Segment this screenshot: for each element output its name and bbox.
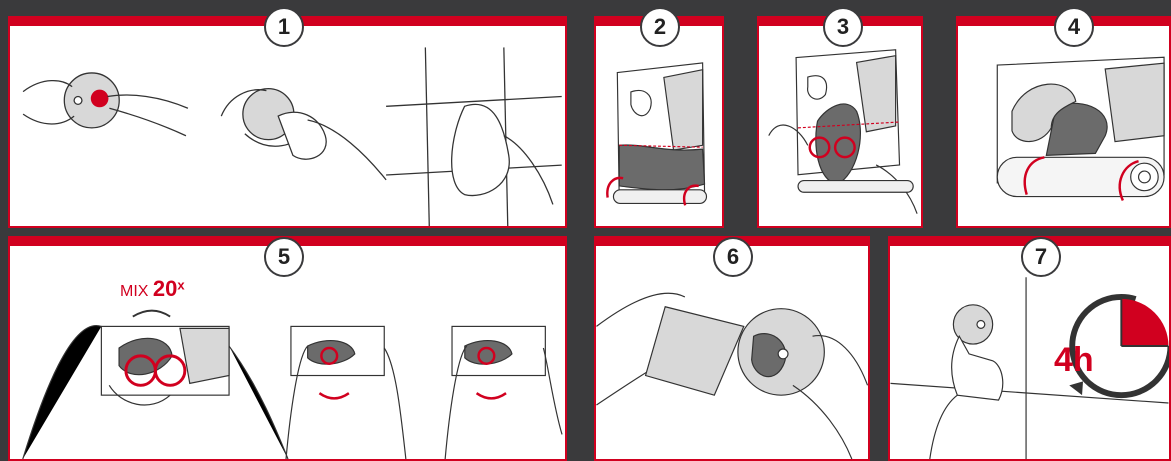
step-4-panel bbox=[956, 16, 1171, 228]
step-2-illustration bbox=[596, 18, 722, 226]
mix-label: MIX 20x bbox=[120, 276, 185, 302]
step-2-number-badge: 2 bbox=[640, 7, 680, 47]
step-3-number-badge: 3 bbox=[823, 7, 863, 47]
step-6-number-badge: 6 bbox=[713, 237, 753, 277]
mix-times-suffix: x bbox=[177, 278, 184, 293]
step-4-number-badge: 4 bbox=[1054, 7, 1094, 47]
step-5-number-badge: 5 bbox=[264, 237, 304, 277]
step-1-illustration bbox=[10, 18, 565, 226]
mix-count: 20 bbox=[153, 276, 177, 301]
step-7-number-badge: 7 bbox=[1021, 237, 1061, 277]
timer-duration: 4h bbox=[1054, 341, 1094, 380]
step-3-illustration bbox=[759, 18, 921, 226]
step-2-panel bbox=[594, 16, 724, 228]
step-1-panel bbox=[8, 16, 567, 228]
step-1-number-badge: 1 bbox=[264, 7, 304, 47]
step-4-illustration bbox=[958, 18, 1169, 226]
mix-word: MIX bbox=[120, 283, 148, 300]
step-3-panel bbox=[757, 16, 923, 228]
